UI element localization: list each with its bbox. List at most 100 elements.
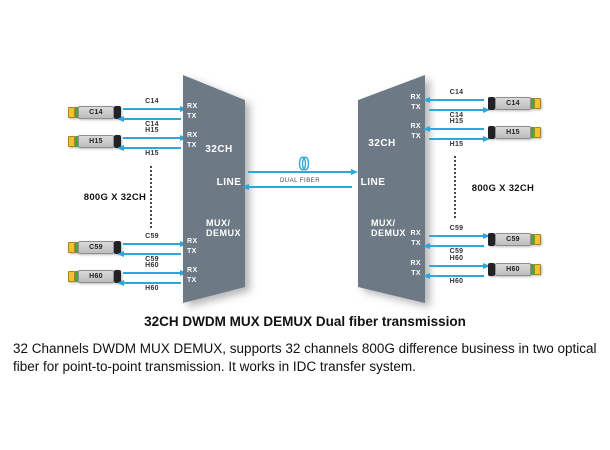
- diagram-caption: 32CH DWDM MUX DEMUX Dual fiber transmiss…: [144, 314, 466, 329]
- module-yellow-tab: [534, 264, 541, 275]
- arrow-to-mux: [123, 240, 187, 247]
- channel-label: H60: [449, 278, 464, 285]
- tx-label: TX: [187, 113, 197, 120]
- fiber-coil-icon: [298, 156, 310, 171]
- module-label: H60: [78, 270, 114, 283]
- module-green-stripe: [531, 98, 534, 109]
- module-yellow-tab: [534, 234, 541, 245]
- tx-label: TX: [187, 248, 197, 255]
- arrow-to-module: [429, 135, 490, 142]
- arrow-to-mux: [123, 105, 187, 112]
- capacity-label-right: 800G X 32CH: [471, 183, 535, 194]
- tx-label: TX: [411, 270, 421, 277]
- transceiver-module-right-c14: C14: [488, 97, 541, 110]
- transceiver-module-left-c14: C14: [68, 106, 121, 119]
- channel-label: C59: [449, 225, 464, 232]
- module-label: C59: [495, 233, 531, 246]
- module-end-cap: [488, 97, 495, 110]
- module-end-cap: [114, 270, 121, 283]
- module-label: H15: [78, 135, 114, 148]
- mux-demux-device-left: [183, 75, 245, 303]
- module-label: H60: [495, 263, 531, 276]
- arrow-to-module: [117, 144, 181, 151]
- rx-label: RX: [187, 238, 198, 245]
- transceiver-module-right-c59: C59: [488, 233, 541, 246]
- device-line-port-label: LINE: [360, 177, 386, 188]
- mux-label-line2: DEMUX: [371, 227, 407, 238]
- module-end-cap: [114, 241, 121, 254]
- transceiver-module-left-h60: H60: [68, 270, 121, 283]
- dual-fiber-label: DUAL FIBER: [279, 178, 321, 184]
- rx-label: RX: [187, 103, 198, 110]
- module-green-stripe: [75, 136, 78, 147]
- module-green-stripe: [75, 242, 78, 253]
- module-end-cap: [488, 233, 495, 246]
- device-mux-demux-label: MUX/ DEMUX: [206, 218, 242, 238]
- module-end-cap: [114, 106, 121, 119]
- module-yellow-tab: [68, 107, 75, 118]
- module-label: C14: [495, 97, 531, 110]
- mux-label-line2: DEMUX: [206, 227, 242, 238]
- dotted-line: [150, 166, 152, 228]
- arrow-to-module: [117, 250, 181, 257]
- arrow-to-mux: [423, 272, 484, 279]
- channel-label: C59: [145, 233, 159, 240]
- channel-label: C59: [145, 256, 159, 263]
- module-end-cap: [488, 126, 495, 139]
- rx-label: RX: [410, 230, 421, 237]
- fiber-arrow-left: [242, 183, 352, 190]
- rx-label: RX: [187, 132, 198, 139]
- module-yellow-tab: [68, 242, 75, 253]
- arrow-to-module: [117, 279, 181, 286]
- rx-label: RX: [410, 260, 421, 267]
- module-green-stripe: [531, 234, 534, 245]
- arrow-to-module: [429, 106, 490, 113]
- device-shape: [183, 75, 245, 303]
- module-green-stripe: [531, 264, 534, 275]
- transceiver-module-right-h15: H15: [488, 126, 541, 139]
- module-label: H15: [495, 126, 531, 139]
- module-label: C14: [78, 106, 114, 119]
- channel-label: C14: [449, 89, 464, 96]
- arrow-to-mux: [423, 242, 484, 249]
- device-shape: [358, 75, 425, 303]
- device-mux-demux-label: MUX/ DEMUX: [371, 218, 407, 238]
- rx-label: RX: [410, 94, 421, 101]
- module-yellow-tab: [68, 271, 75, 282]
- arrow-to-module: [429, 232, 490, 239]
- mux-demux-device-right: [358, 75, 425, 303]
- tx-label: TX: [411, 240, 421, 247]
- tx-label: TX: [411, 104, 421, 111]
- tx-label: TX: [187, 142, 197, 149]
- tx-label: TX: [411, 133, 421, 140]
- channel-label: H60: [145, 285, 159, 292]
- module-yellow-tab: [534, 127, 541, 138]
- transceiver-module-left-h15: H15: [68, 135, 121, 148]
- arrow-to-mux: [423, 125, 484, 132]
- device-line-port-label: LINE: [216, 177, 242, 188]
- transceiver-module-right-h60: H60: [488, 263, 541, 276]
- module-yellow-tab: [534, 98, 541, 109]
- mux-label-line1: MUX/: [371, 218, 396, 228]
- arrow-to-mux: [123, 269, 187, 276]
- module-label: C59: [78, 241, 114, 254]
- rx-label: RX: [410, 123, 421, 130]
- channel-label: C14: [145, 98, 159, 105]
- arrow-to-module: [117, 115, 181, 122]
- channel-label: C59: [449, 248, 464, 255]
- module-green-stripe: [75, 107, 78, 118]
- transceiver-module-left-c59: C59: [68, 241, 121, 254]
- mux-label-line1: MUX/: [206, 218, 231, 228]
- module-end-cap: [114, 135, 121, 148]
- channel-label: C14: [145, 121, 159, 128]
- channel-label: H15: [145, 127, 159, 134]
- tx-label: TX: [187, 277, 197, 284]
- diagram-description: 32 Channels DWDM MUX DEMUX, supports 32 …: [13, 341, 597, 374]
- rx-label: RX: [187, 267, 198, 274]
- channel-label: H15: [449, 141, 464, 148]
- channel-label: H15: [145, 150, 159, 157]
- arrow-to-module: [429, 262, 490, 269]
- fiber-arrow-right: [248, 168, 358, 175]
- module-green-stripe: [531, 127, 534, 138]
